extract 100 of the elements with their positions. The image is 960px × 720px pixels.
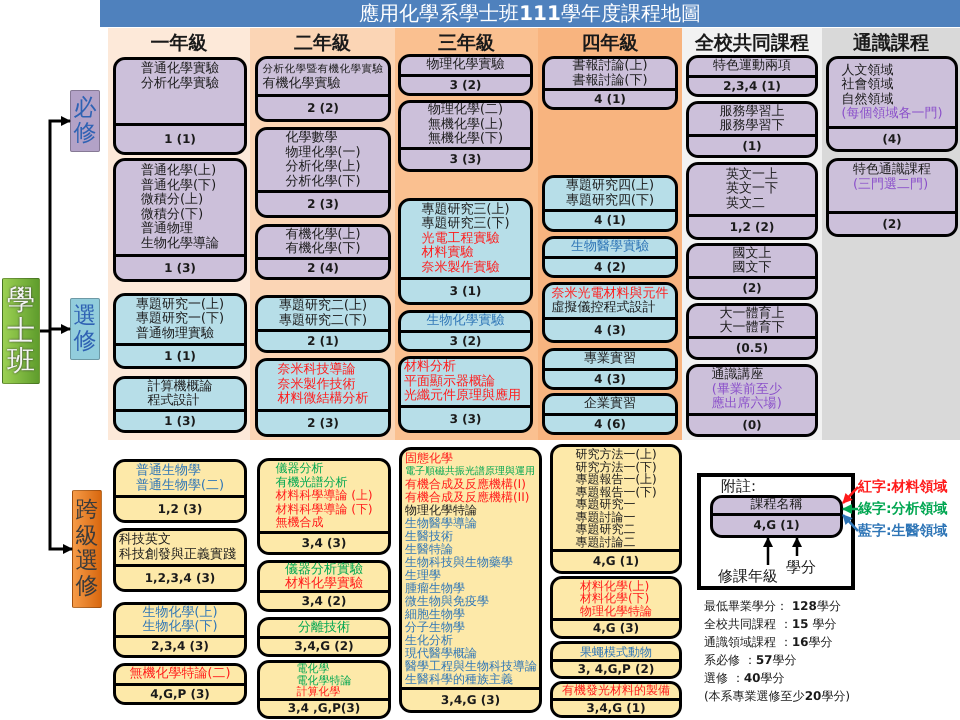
course-card [686, 55, 818, 97]
course-name: 有機化學實驗 [262, 76, 342, 91]
course-name: 化學數學 [285, 131, 338, 146]
credit-footer: 3 (1) [401, 277, 530, 302]
course-name: 物理化學(二) [428, 103, 504, 118]
course-name: 光纖元件原理與應用 [404, 389, 521, 404]
legend-label: 紅字:材料領域 [858, 477, 958, 497]
course-card [257, 660, 391, 719]
course-card [686, 364, 818, 437]
course-name: 英文一上 [726, 168, 778, 182]
course-name: 電化學特論 [296, 674, 352, 686]
course-name: 固態化學 [405, 452, 454, 464]
course-name: 無機化學(上) [428, 118, 504, 132]
course-name: 專題報告一(下) [575, 486, 657, 498]
credit-footer: 4,G (1) [713, 513, 840, 535]
course-name: 專題研究二 [575, 523, 636, 536]
credit-footer: 2,3,4 (3) [116, 635, 244, 655]
course-card [113, 293, 247, 369]
course-name: 科技英文 [119, 533, 172, 547]
course-name: 細胞生物學 [405, 608, 466, 620]
course-name: 有機化學(上) [285, 228, 361, 242]
category-tag: 選修 [70, 298, 100, 360]
credit-footer: (1) [689, 134, 815, 155]
course-name: 生醫技術 [405, 530, 453, 542]
course-name: 國文上 [732, 246, 772, 260]
course-name: 醫學工程與生物科技導論 [405, 660, 537, 672]
credit-footer: 1,2 (3) [116, 495, 244, 520]
course-name: (畢業前至少應出席六場) [712, 382, 783, 412]
course-name: 研究方法一(下) [575, 460, 657, 473]
course-card [113, 57, 247, 155]
course-name: 生物醫學實驗 [571, 240, 649, 255]
course-card [542, 175, 678, 232]
credit-footer: 4 (1) [545, 88, 675, 107]
course-name: 國文下 [732, 261, 772, 276]
course-name: 普通物理 [141, 222, 194, 236]
credit-footer: 3, 4,G,P (2) [553, 659, 679, 676]
course-name: 大一體育上 [720, 306, 784, 320]
course-card [113, 602, 247, 658]
course-card [398, 54, 533, 96]
credit-footer: 2 (2) [258, 94, 388, 119]
course-name: 計算機概論 [148, 380, 212, 394]
credit-summary-line: 通識領域課程 ：16學分 [704, 634, 833, 651]
credit-footer: (0.5) [689, 336, 815, 357]
course-name: 普通生物學 [136, 464, 202, 478]
course-name: 材料分析 [404, 360, 457, 374]
course-name: 課程名稱 [750, 498, 802, 513]
course-card [113, 376, 247, 433]
course-card [398, 198, 533, 305]
course-name: 電化學 [296, 663, 330, 675]
course-name: 虛擬儀控程式設計 [552, 301, 656, 316]
column-heading: 一年級 [150, 31, 208, 55]
course-card [542, 282, 678, 343]
course-card [257, 458, 391, 555]
course-card [826, 56, 958, 152]
credit-summary-line: (本系專業選修至少20學分) [704, 688, 850, 705]
course-card [255, 56, 391, 122]
title-banner: 應用化學系學士班111學年度課程地圖 [100, 0, 960, 27]
category-tag: 學士班 [2, 278, 40, 384]
credit-footer: 3 (2) [401, 330, 530, 349]
course-name: 微生物與免疫學 [405, 594, 490, 608]
course-name: 特色運動兩項 [713, 59, 791, 74]
course-name: 光電工程實驗 [421, 232, 500, 246]
course-name: 現代醫學概論 [405, 646, 477, 660]
course-name: 材料科學導論 (下) [275, 502, 373, 516]
course-name: 有機合成及反應機構(II) [405, 490, 530, 504]
course-name: 專題研究一(下) [136, 312, 224, 326]
category-tag: 跨級選修 [72, 490, 102, 608]
category-tag: 必修 [70, 90, 100, 152]
course-name: 專題討論一 [575, 510, 636, 523]
course-name: 材料化學實驗 [285, 576, 363, 590]
course-card [686, 303, 818, 360]
course-card [113, 528, 247, 592]
course-name: 材料化學(上) [580, 580, 650, 592]
course-name: 專題討論二 [575, 536, 636, 548]
credit-footer: 3,4 (3) [260, 531, 388, 552]
course-name: 普通生物學(二) [136, 478, 224, 493]
course-card [542, 56, 678, 110]
course-name: 專題報告一(上) [575, 473, 657, 486]
course-name: 儀器分析 [275, 462, 324, 476]
course-name: 材料化學(下) [580, 592, 650, 605]
credit-footer: 1,2 (2) [689, 214, 815, 237]
course-card [113, 663, 247, 705]
credit-footer: 3,4 ,G,P(3) [260, 698, 388, 716]
course-name: 通識講座 [712, 368, 765, 382]
course-name: 專題研究一(上) [136, 298, 224, 312]
course-name: 英文一下 [726, 182, 778, 196]
grade-column [395, 28, 538, 440]
credit-footer: 2 (3) [258, 409, 388, 434]
course-name: 微積分(上) [141, 193, 204, 208]
course-card [398, 100, 533, 172]
arrow [842, 514, 859, 532]
course-card [257, 560, 391, 612]
course-name: 英文二 [726, 196, 766, 212]
credit-footer: 3,4,G (1) [553, 698, 679, 715]
course-card [398, 310, 533, 352]
course-name: 人文領域 [841, 64, 894, 78]
course-card [255, 295, 391, 353]
credit-footer: 3 (3) [401, 147, 530, 169]
course-name: 分析化學實驗 [141, 76, 219, 91]
course-name: 生物化學(上) [142, 606, 218, 620]
